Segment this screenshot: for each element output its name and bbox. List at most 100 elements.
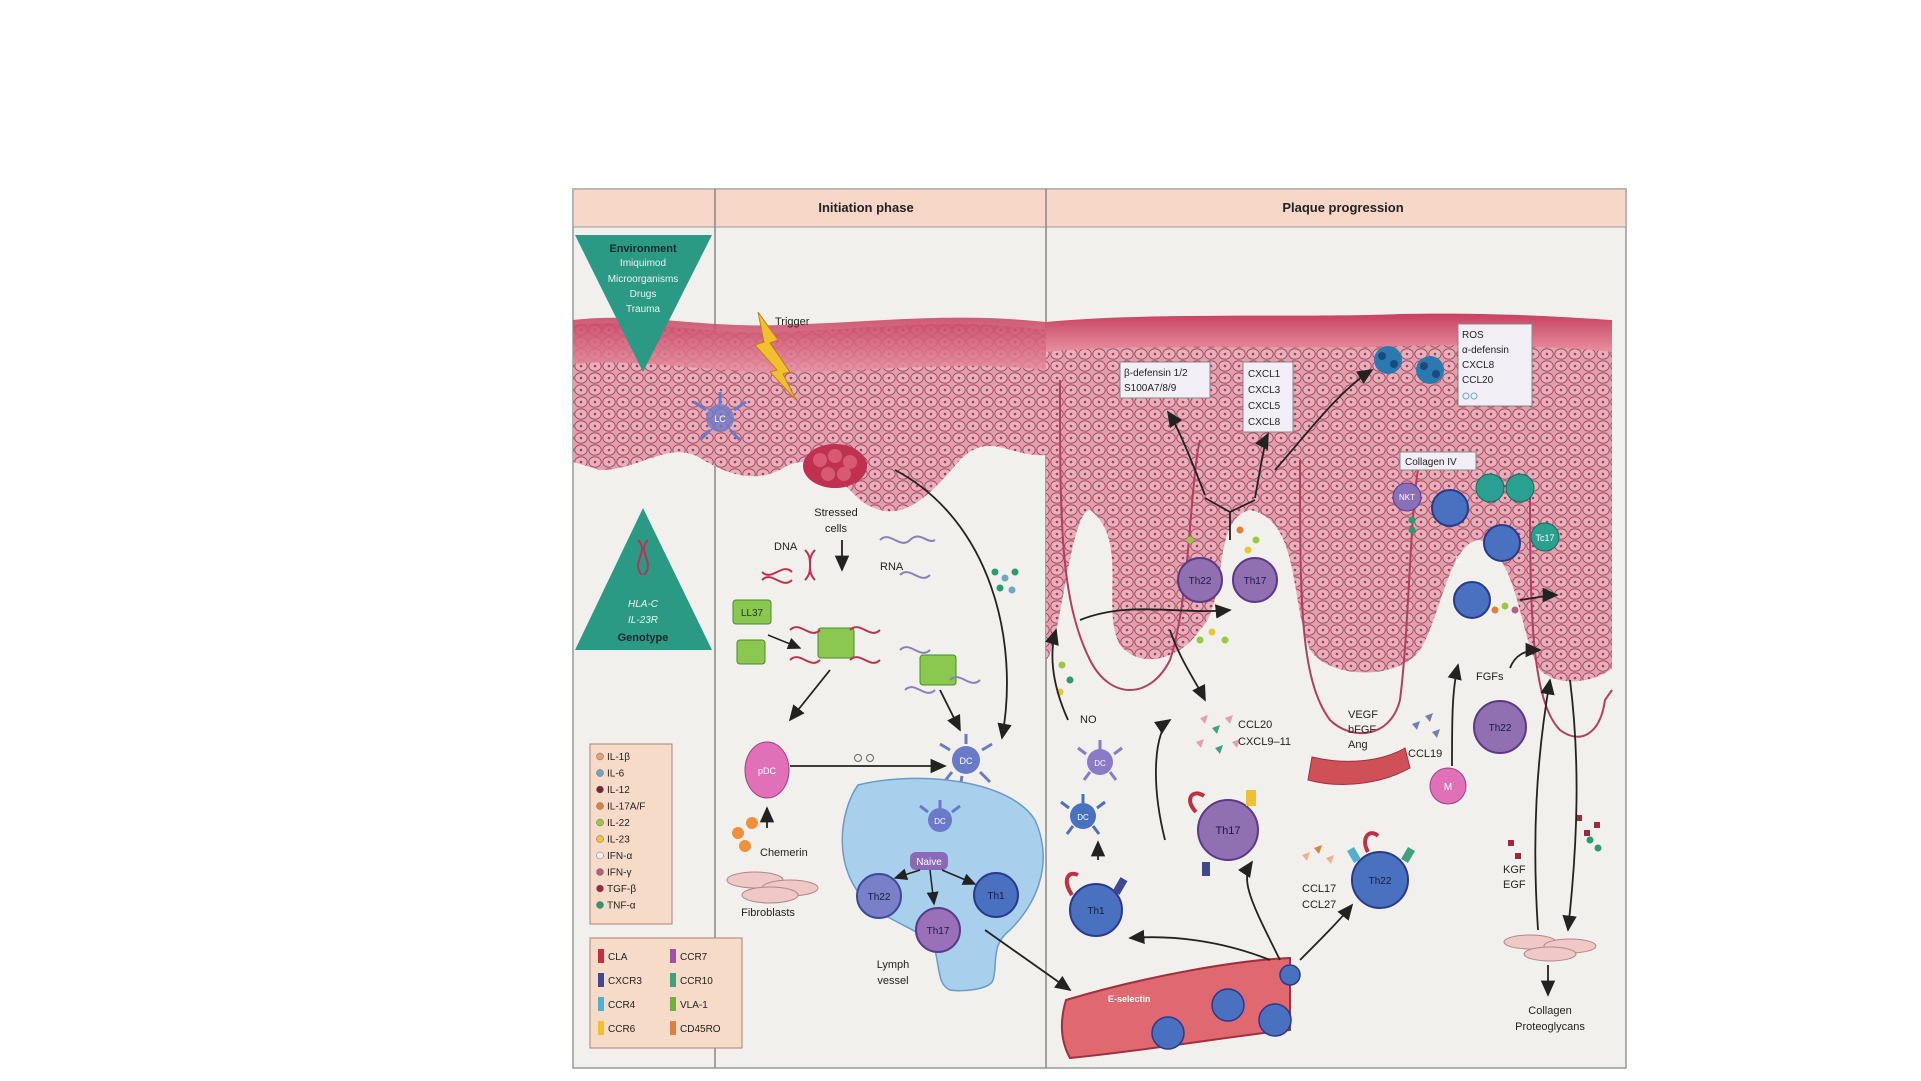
th1-cell-lymph [973,872,1019,918]
macrophage-cell [1429,767,1467,805]
egf-label: EGF [1503,879,1526,891]
lymph-label-2: vessel [877,975,908,987]
proteoglycans-label: Proteoglycans [1515,1021,1585,1033]
header-progression: Plaque progression [1282,200,1403,215]
th22-cell-lymph [856,873,902,919]
legend-receptor-label: CXCR3 [608,976,642,987]
pdc-label: pDC [758,766,777,776]
stressed-label-2: cells [825,523,848,535]
dc-label-plaque: DC [1094,759,1106,768]
legend-receptor-swatch [670,949,676,963]
th22-label: Th22 [868,892,891,903]
no-label: NO [1080,714,1097,726]
legend-cytokine-swatch [596,818,604,827]
fibroblasts-label: Fibroblasts [741,907,795,919]
defensin-label-2: S100A7/8/9 [1124,383,1177,394]
chemerin-hexagons [732,817,758,852]
stratum-corneum-left [573,317,1046,372]
collagen-iv-box: Collagen IV [1399,451,1477,471]
fibroblasts-right [1503,934,1597,962]
th17-label: Th17 [927,926,950,937]
legend-cytokine-label: IL-6 [607,769,625,780]
th1-label-plaque: Th1 [1087,906,1105,917]
legend-receptor-label: VLA-1 [680,1000,708,1011]
dna-label: DNA [774,541,798,553]
environment-title: Environment [609,243,677,255]
cytokine-dots-cluster [1408,516,1519,614]
legend-receptor-swatch [670,997,676,1011]
tc-label: Tc [1454,555,1464,565]
legend-receptor-label: CCR10 [680,976,713,987]
pdc-cell [744,741,790,799]
fgfs-label: FGFs [1476,671,1504,683]
ccl17-triangles [1302,845,1334,864]
vessel-tcell-4 [1279,964,1301,986]
neutrophils [1374,346,1444,384]
rna-strand-icon [879,535,936,579]
vessel-tcell-1 [1151,1016,1185,1050]
cxcl1-label: CXCL1 [1248,369,1281,380]
th17-cell-lymph [915,907,961,953]
ccl19-label: CCL19 [1408,748,1442,760]
cxcl8-label: CXCL8 [1248,417,1281,428]
tc17-cell-1 [1475,473,1505,503]
eselectin-label: E-selectin [1108,994,1151,1004]
legend-cytokine-label: IL-22 [607,818,630,829]
kgf-label: KGF [1503,864,1526,876]
legend-receptor-swatch [598,1021,604,1035]
tc-cell-1 [1431,489,1469,527]
genotype-triangle [575,508,712,650]
tc-cell-3 [1453,581,1491,619]
lc-label: LC [714,414,726,424]
th1-cell-plaque [1069,883,1123,937]
vessel-tcell-2 [1211,988,1245,1022]
ccl17-label: CCL17 [1302,883,1336,895]
th22-cell-right [1351,851,1409,909]
tc-cell-2 [1483,524,1521,562]
trigger-label: Trigger [775,316,810,328]
genotype-gene: IL-23R [628,615,658,626]
collagen-label: Collagen [1528,1005,1571,1017]
cxcl3-label: CXCL3 [1248,385,1281,396]
cytokine-legend: IL-1βIL-6IL-12IL-17A/FIL-22IL-23IFN-αIFN… [596,752,645,912]
legend-cytokine-swatch [596,884,604,893]
genotype-title: Genotype [618,632,669,644]
stressed-cells [803,444,867,488]
m-label: M [1444,782,1452,793]
legend-cytokine-label: IL-23 [607,835,630,846]
tc17-cell-2 [1505,473,1535,503]
th17-label-epidermis: Th17 [1244,576,1267,587]
langerhans-cell: LC [693,392,747,442]
lymph-label-1: Lymph [877,959,910,971]
cytokine-dots-plaque [1056,526,1260,696]
lymph-dc: DC [919,800,961,832]
genotype-gene: HLA-C [628,599,659,610]
environment-item: Drugs [630,289,657,300]
th17-cell-epidermis [1232,557,1278,603]
rete-ridge-3 [1529,479,1613,738]
legend-receptor-label: CCR4 [608,1000,636,1011]
defensin-box: β-defensin 1/2 S100A7/8/9 [1119,361,1211,399]
legend-cytokine-swatch [596,752,604,761]
legend-receptor-swatch [670,973,676,987]
ccl20b-label: CCL20 [1462,375,1494,386]
environment-triangle [575,235,712,372]
legend-cytokine-swatch [596,868,604,876]
legend-receptor-swatch [598,973,604,987]
legend-cytokine-swatch [596,851,604,860]
small-vessel [1307,747,1411,785]
chemerin-label: Chemerin [760,847,808,859]
rna-label: RNA [880,561,904,573]
adefensin-label: α-defensin [1462,345,1509,356]
legend-receptor-swatch [598,949,604,963]
cytokine-dots [991,568,1019,594]
dc-label: DC [960,756,973,766]
legend-cytokine-swatch [596,769,604,777]
legend-cytokine-swatch [596,785,604,794]
legend-cytokine-label: IL-1β [607,752,630,763]
ll37-label: LL37 [741,608,764,619]
nkt-label: NKT [1399,493,1415,502]
legend-cytokine-swatch [596,835,604,843]
collagen4-label: Collagen IV [1405,457,1457,468]
